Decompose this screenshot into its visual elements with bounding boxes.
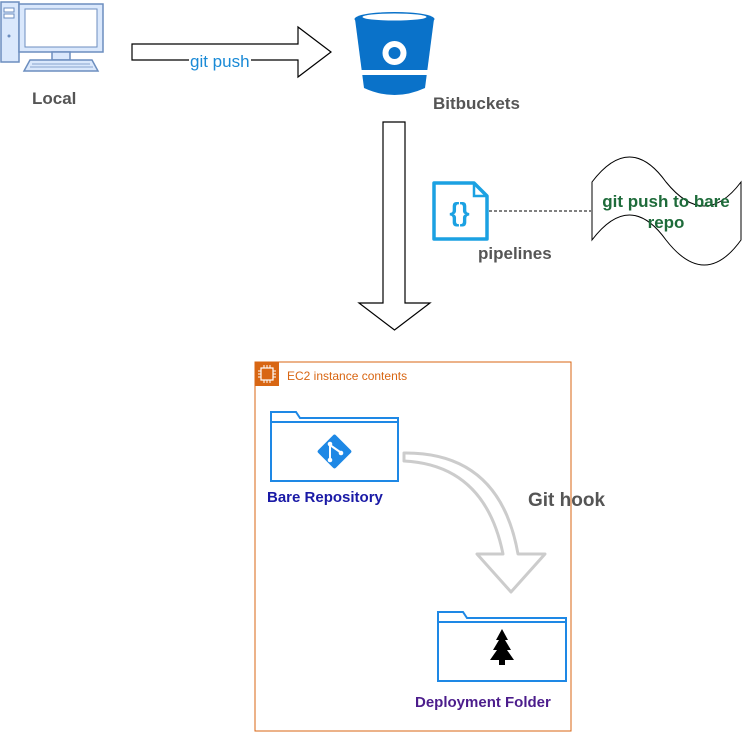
svg-text:{}: {}: [449, 197, 469, 227]
note-shape: [591, 156, 742, 266]
ec2-label: EC2 instance contents: [287, 369, 408, 383]
pipelines-label: pipelines: [478, 244, 552, 263]
git-icon: [317, 434, 352, 469]
git-hook-label: Git hook: [528, 490, 606, 511]
deployment-folder-label: Deployment Folder: [415, 694, 551, 711]
ec2-chip-icon: [255, 362, 279, 386]
desktop-computer-icon: [0, 1, 104, 72]
bitbucket-to-ec2-arrow: [357, 121, 432, 331]
ec2-container: [254, 361, 572, 732]
note-text: git push to bare repo: [602, 192, 730, 232]
bare-repo-label: Bare Repository: [267, 489, 383, 506]
bitbucket-label: Bitbuckets: [433, 94, 520, 113]
local-label: Local: [32, 89, 77, 108]
bitbucket-icon: [354, 12, 435, 95]
git-push-label: git push: [189, 52, 251, 72]
tree-icon: [490, 629, 514, 665]
git-hook-arrow: [402, 451, 547, 594]
pipelines-icon: {}: [432, 181, 489, 241]
